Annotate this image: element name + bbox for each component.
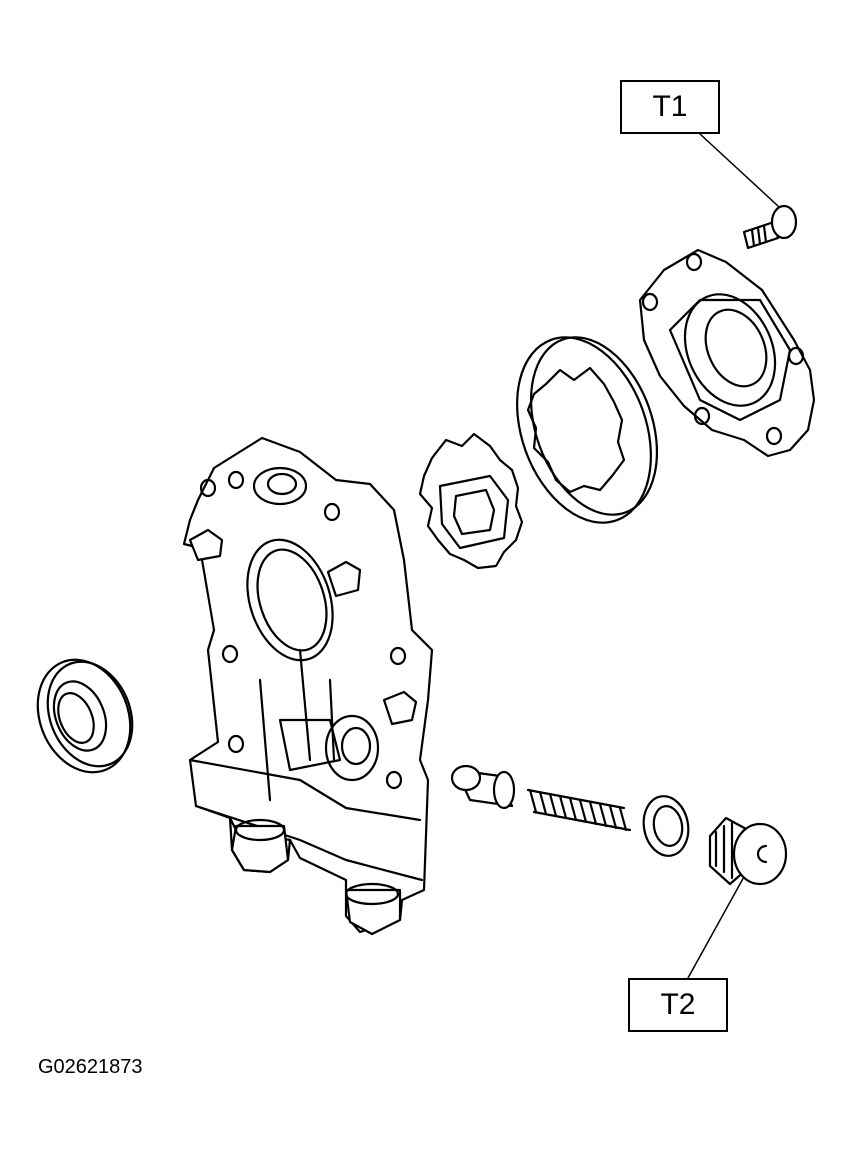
outer-rotor [516,336,659,524]
relief-valve-washer [642,795,690,857]
relief-valve-plug [708,816,788,886]
inner-rotor [418,432,524,570]
callout-t2-label: T2 [660,988,696,1021]
relief-valve-spring [526,788,632,832]
pump-body [182,436,434,936]
leader-line-t1 [699,133,779,207]
relief-valve-plunger [450,764,516,810]
figure-id: G02621873 [38,1056,143,1078]
callout-t1: T1 [620,80,720,134]
leader-line-t2 [687,874,746,979]
oil-seal [36,658,134,774]
callout-t1-label: T1 [652,90,688,123]
pump-cover [638,248,816,458]
callout-t2: T2 [628,978,728,1032]
cover-screw [742,204,798,250]
